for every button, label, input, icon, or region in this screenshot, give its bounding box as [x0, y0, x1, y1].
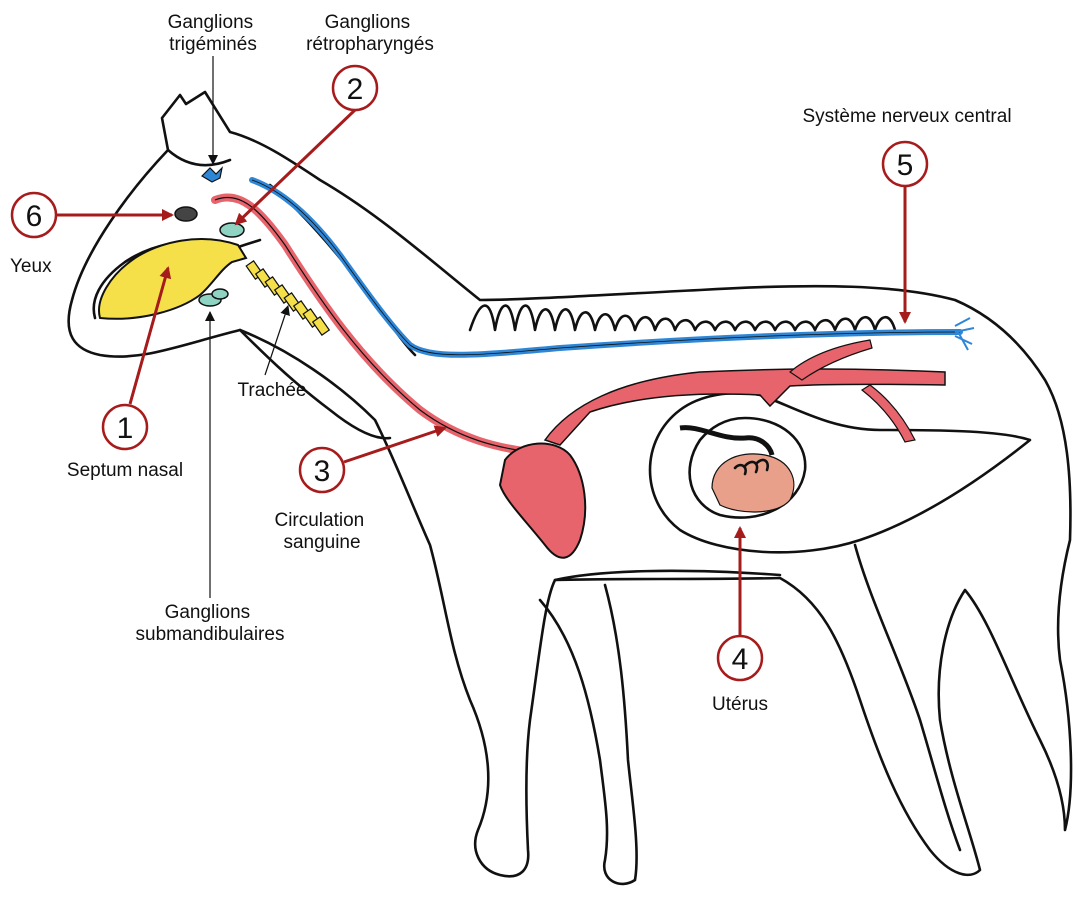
blood-vessel-outline: [215, 197, 530, 452]
heart-shape: [500, 444, 585, 558]
label-ganglions-trigemines: Ganglions trigéminés: [168, 12, 259, 55]
label-systeme-nerveux-central: Système nerveux central: [802, 106, 1011, 127]
callout-5: 5: [883, 142, 927, 322]
callout-2-number: 2: [347, 73, 364, 106]
anatomy: [99, 168, 974, 558]
blood-vessel-main: [215, 197, 530, 452]
callout-2: 2: [236, 66, 377, 224]
eye-icon: [175, 207, 197, 221]
ganglion-retropharyngeal-icon: [220, 223, 244, 237]
callout-3: 3: [300, 428, 445, 492]
label-septum-nasal: Septum nasal: [67, 460, 183, 481]
label-ganglions-retropharynges: Ganglions rétropharyngés: [306, 12, 434, 55]
label-ganglions-submandibulaires: Ganglions submandibulaires: [136, 602, 285, 645]
callout-1-number: 1: [117, 412, 134, 445]
abdominal-cavity: [650, 393, 1030, 552]
label-circulation-sanguine: Circulation sanguine: [274, 510, 369, 553]
ganglion-submandibular-icon: [212, 289, 228, 299]
septum-nasal-shape: [99, 239, 246, 319]
trachea-ring: [313, 317, 330, 335]
ear-detail: [168, 150, 230, 165]
blood-vessel-branch: [862, 385, 915, 442]
text-labels: Ganglions trigéminés Ganglions rétrophar…: [10, 12, 1012, 715]
front-leg-rear-outline: [540, 585, 637, 884]
callout-6: 6: [12, 193, 172, 237]
label-uterus: Utérus: [712, 694, 768, 715]
label-yeux: Yeux: [10, 256, 52, 277]
ganglion-trigeminal-icon: [202, 168, 222, 182]
callout-3-number: 3: [314, 455, 331, 488]
callout-6-number: 6: [26, 200, 43, 233]
callout-4-number: 4: [732, 643, 749, 676]
hind-leg-front-outline: [855, 545, 960, 850]
vertebrae: [470, 306, 895, 330]
label-trachee: Trachée: [238, 380, 307, 401]
callout-5-number: 5: [897, 149, 914, 182]
callout-3-arrow: [344, 428, 445, 462]
